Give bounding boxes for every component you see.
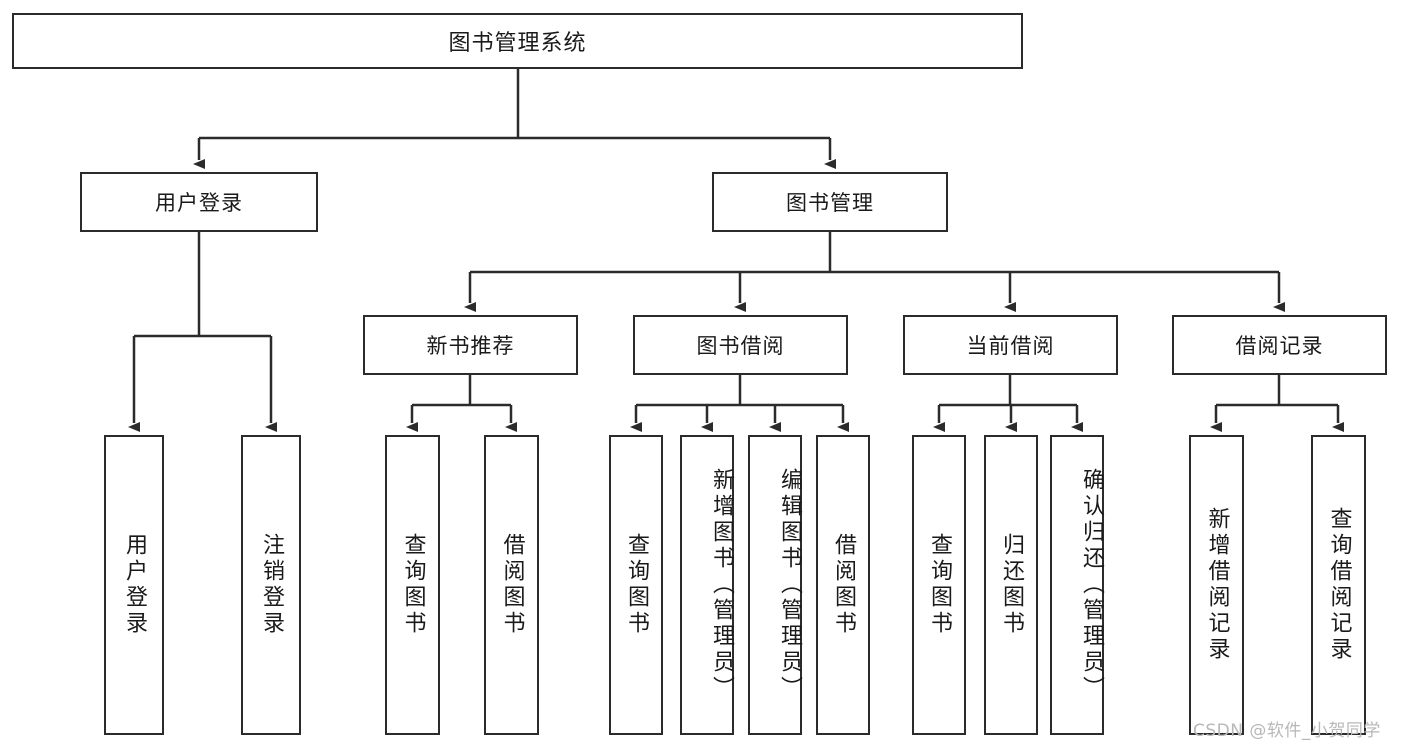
node-book-borrow[interactable]: 图书借阅 bbox=[633, 315, 848, 375]
node-label: 当前借阅 bbox=[966, 334, 1055, 358]
node-label: 查询图书 bbox=[624, 533, 649, 637]
node-label: 编辑图书（管理员） bbox=[777, 468, 802, 702]
leaf-query-book-recommend[interactable]: 查询图书 bbox=[385, 435, 440, 735]
node-label: 图书管理 bbox=[786, 191, 874, 215]
node-borrow-record[interactable]: 借阅记录 bbox=[1172, 315, 1387, 375]
leaf-query-borrow-record[interactable]: 查询借阅记录 bbox=[1311, 435, 1366, 735]
node-label: 确认归还（管理员） bbox=[1079, 468, 1104, 702]
node-book-management[interactable]: 图书管理 bbox=[712, 172, 948, 232]
leaf-borrow-book-recommend[interactable]: 借阅图书 bbox=[484, 435, 539, 735]
node-user-login[interactable]: 用户登录 bbox=[80, 172, 318, 232]
node-label: 借阅记录 bbox=[1235, 334, 1324, 358]
leaf-edit-book-admin[interactable]: 编辑图书（管理员） bbox=[748, 435, 802, 735]
node-label: 查询图书 bbox=[400, 533, 426, 637]
node-root-library-system[interactable]: 图书管理系统 bbox=[12, 13, 1023, 69]
node-label: 归还图书 bbox=[999, 533, 1024, 637]
leaf-query-book-current[interactable]: 查询图书 bbox=[912, 435, 966, 735]
node-label: 图书借阅 bbox=[696, 334, 785, 358]
leaf-user-login[interactable]: 用户登录 bbox=[104, 435, 164, 735]
node-label: 注销登录 bbox=[259, 533, 284, 637]
leaf-confirm-return-admin[interactable]: 确认归还（管理员） bbox=[1050, 435, 1104, 735]
node-label: 新增图书（管理员） bbox=[709, 468, 734, 702]
node-current-borrow[interactable]: 当前借阅 bbox=[903, 315, 1118, 375]
node-new-book-recommend[interactable]: 新书推荐 bbox=[363, 315, 578, 375]
leaf-query-book-borrow[interactable]: 查询图书 bbox=[609, 435, 663, 735]
node-label: 新增借阅记录 bbox=[1204, 507, 1230, 663]
node-label: 查询图书 bbox=[927, 533, 952, 637]
node-label: 借阅图书 bbox=[831, 533, 856, 637]
node-label: 新书推荐 bbox=[426, 334, 515, 358]
node-label: 用户登录 bbox=[122, 533, 147, 637]
leaf-add-book-admin[interactable]: 新增图书（管理员） bbox=[680, 435, 734, 735]
leaf-add-borrow-record[interactable]: 新增借阅记录 bbox=[1189, 435, 1244, 735]
leaf-borrow-book[interactable]: 借阅图书 bbox=[816, 435, 870, 735]
node-label: 图书管理系统 bbox=[448, 31, 587, 56]
node-label: 用户登录 bbox=[155, 191, 243, 215]
node-label: 借阅图书 bbox=[499, 533, 525, 637]
leaf-return-book[interactable]: 归还图书 bbox=[984, 435, 1038, 735]
node-label: 查询借阅记录 bbox=[1326, 507, 1352, 663]
watermark-credit: CSDN @软件_小贺同学 bbox=[1193, 721, 1381, 741]
leaf-user-logout[interactable]: 注销登录 bbox=[241, 435, 301, 735]
